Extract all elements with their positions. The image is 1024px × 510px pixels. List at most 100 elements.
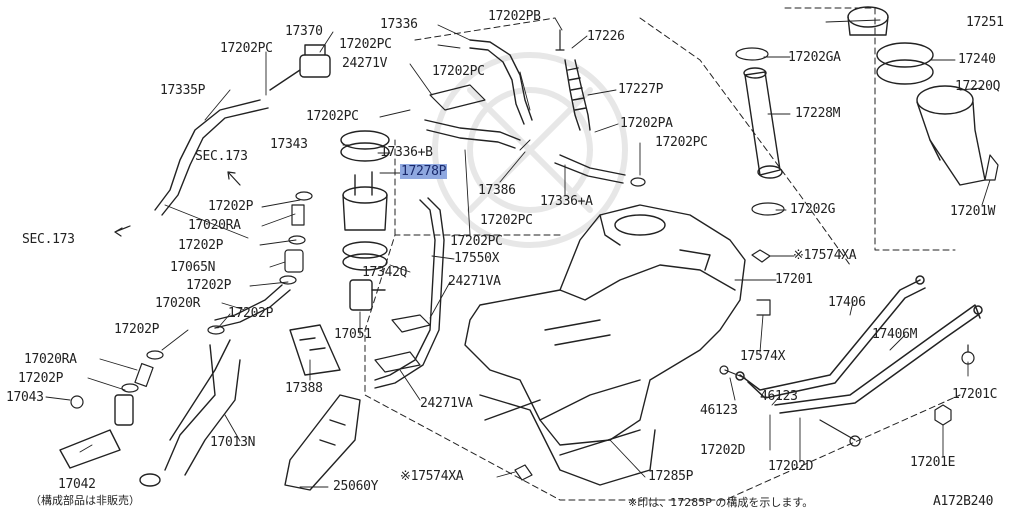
pipe-17226 bbox=[555, 29, 565, 51]
filler-neck-17220q bbox=[916, 85, 986, 186]
tank-strap-17406 bbox=[735, 275, 926, 399]
label-17201w: 17201W bbox=[950, 204, 996, 219]
label-17202pb: 17202PB bbox=[488, 9, 541, 24]
clamp-17202p-d bbox=[207, 325, 225, 335]
label-17202pc-e: 17202PC bbox=[655, 135, 708, 150]
hose-17336a bbox=[554, 154, 626, 184]
clamp-17202ga bbox=[735, 47, 769, 61]
assembly-dashed-outline bbox=[364, 7, 961, 501]
clamp-17202p-f bbox=[121, 383, 139, 393]
label-17202pc-f: 17202PC bbox=[480, 213, 533, 228]
bracket-17388 bbox=[289, 324, 341, 376]
label-46123-a: 46123 bbox=[700, 403, 738, 418]
arrow-sec173-b bbox=[114, 225, 131, 237]
label-17020ra-a: 17020RA bbox=[188, 218, 241, 233]
label-17013n: 17013N bbox=[210, 435, 256, 450]
label-24271va-a: 24271VA bbox=[448, 274, 501, 289]
label-17574x: 17574X bbox=[740, 349, 786, 364]
label-17202pc-c: 17202PC bbox=[432, 64, 485, 79]
arrow-sec173-a bbox=[227, 171, 241, 186]
hose-17227p bbox=[564, 59, 591, 131]
watermark-emblem bbox=[432, 52, 628, 248]
label-25060y: 25060Y bbox=[333, 479, 379, 494]
pipe-17550x bbox=[374, 197, 445, 389]
label-17201: 17201 bbox=[775, 272, 813, 287]
label-17370: 17370 bbox=[285, 24, 323, 39]
pump-assembly-17042 bbox=[59, 394, 134, 469]
nut-17201e bbox=[934, 404, 952, 426]
label-17202g: 17202G bbox=[790, 202, 836, 217]
filter-17065n bbox=[284, 249, 304, 273]
clamp-17202pc-g bbox=[630, 177, 646, 187]
label-17202ga: 17202GA bbox=[788, 50, 841, 65]
clamp-17202p-b bbox=[288, 235, 306, 245]
grommet-17043 bbox=[70, 395, 84, 409]
filler-tube-17228m bbox=[743, 67, 783, 179]
sheet-24271va-a bbox=[391, 314, 431, 333]
note-asterisk: ※印は、17285P の構成を示します。 bbox=[628, 496, 814, 509]
leader-lines bbox=[45, 17, 991, 488]
hose-17020ra-b bbox=[134, 362, 154, 388]
label-17202pc-d: 17202PC bbox=[306, 109, 359, 124]
label-17202p-f: 17202P bbox=[18, 371, 64, 386]
label-17201c: 17201C bbox=[952, 387, 998, 402]
label-17388: 17388 bbox=[285, 381, 323, 396]
label-17251: 17251 bbox=[966, 15, 1004, 30]
bolt-46123-a bbox=[719, 365, 746, 379]
valve-17370 bbox=[269, 44, 331, 91]
label-17386: 17386 bbox=[478, 183, 516, 198]
label-17042: 17042 bbox=[58, 477, 96, 492]
clip-17574x bbox=[756, 299, 771, 316]
label-17202pc-g: 17202PC bbox=[450, 234, 503, 249]
sender-unit-17278p bbox=[342, 171, 388, 231]
label-17202pc-a: 17202PC bbox=[220, 41, 273, 56]
label-17043: 17043 bbox=[6, 390, 44, 405]
bolt-17201c bbox=[961, 344, 975, 365]
bolt-46123-b bbox=[819, 419, 861, 447]
clip-17574xa-b bbox=[514, 464, 533, 481]
clip-17574xa-a bbox=[751, 249, 771, 263]
fuel-tank bbox=[464, 204, 746, 486]
label-17202p-a: 17202P bbox=[208, 199, 254, 214]
clamp-17202g bbox=[751, 202, 785, 216]
label-17065n: 17065N bbox=[170, 260, 216, 275]
label-24271va-b: 24271VA bbox=[420, 396, 473, 411]
label-17240: 17240 bbox=[958, 52, 996, 67]
label-17574xa-a: ※17574XA bbox=[793, 248, 857, 263]
seal-17240 bbox=[876, 42, 934, 85]
label-17020r: 17020R bbox=[155, 296, 201, 311]
hose-17336b bbox=[424, 119, 521, 149]
sub-pump-17013n bbox=[139, 339, 241, 487]
label-24271v: 24271V bbox=[342, 56, 388, 71]
label-17278p: 17278P bbox=[400, 164, 448, 179]
hose-17020r bbox=[214, 284, 291, 329]
label-17202p-b: 17202P bbox=[178, 238, 224, 253]
sheet-24271va-b bbox=[374, 351, 421, 373]
label-17406m: 17406M bbox=[872, 327, 918, 342]
sheet-24271v bbox=[429, 84, 486, 111]
label-17202p-c: 17202P bbox=[186, 278, 232, 293]
label-17051: 17051 bbox=[334, 327, 372, 342]
hose-17335p bbox=[154, 99, 269, 216]
label-17202p-e: 17202P bbox=[114, 322, 160, 337]
label-17343: 17343 bbox=[270, 137, 308, 152]
label-17220q: 17220Q bbox=[955, 79, 1001, 94]
diagram-id: A172B240 bbox=[933, 494, 994, 509]
label-17336: 17336 bbox=[380, 17, 418, 32]
label-17202p-d: 17202P bbox=[228, 306, 274, 321]
label-sec173-a: SEC.173 bbox=[195, 149, 248, 164]
label-46123-b: 46123 bbox=[760, 389, 798, 404]
clamp-17202p-c bbox=[279, 275, 297, 285]
cap-17251 bbox=[847, 6, 889, 36]
lock-ring-17343 bbox=[340, 130, 390, 162]
highlighted-part-17278p[interactable]: 17278P bbox=[400, 164, 448, 179]
label-17335p: 17335P bbox=[160, 83, 206, 98]
label-17227p: 17227P bbox=[618, 82, 664, 97]
label-17202pc-b: 17202PC bbox=[339, 37, 392, 52]
label-17201e: 17201E bbox=[910, 455, 956, 470]
note-not-sold-separately: （構成部品は非販売） bbox=[30, 494, 140, 507]
label-sec173-b: SEC.173 bbox=[22, 232, 75, 247]
gasket-17342q bbox=[342, 241, 388, 271]
label-17202pa: 17202PA bbox=[620, 116, 673, 131]
